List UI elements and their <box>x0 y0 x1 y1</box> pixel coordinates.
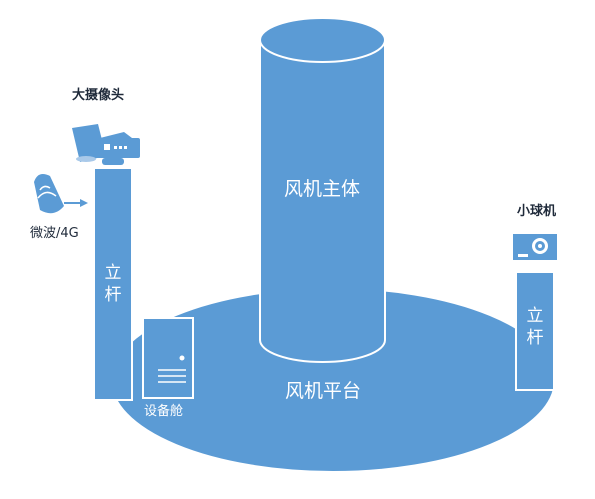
pole-left-label: 立杆 <box>104 263 122 305</box>
dome-camera-icon <box>511 232 559 262</box>
platform-label: 风机平台 <box>285 380 362 402</box>
turbine-body-label: 风机主体 <box>284 178 361 200</box>
satellite-dish-icon <box>34 174 88 214</box>
camera-icon <box>72 124 140 165</box>
turbine-body-cylinder <box>259 17 386 363</box>
microwave-label: 微波/4G <box>30 226 79 241</box>
pole-right-label: 立杆 <box>526 306 544 348</box>
big-camera-label: 大摄像头 <box>72 88 125 103</box>
equipment-cabin-label: 设备舱 <box>144 404 184 419</box>
small-dome-label: 小球机 <box>517 204 557 219</box>
pole-right <box>515 271 555 391</box>
equipment-cabinet-icon <box>142 317 194 399</box>
pole-left <box>93 167 133 401</box>
